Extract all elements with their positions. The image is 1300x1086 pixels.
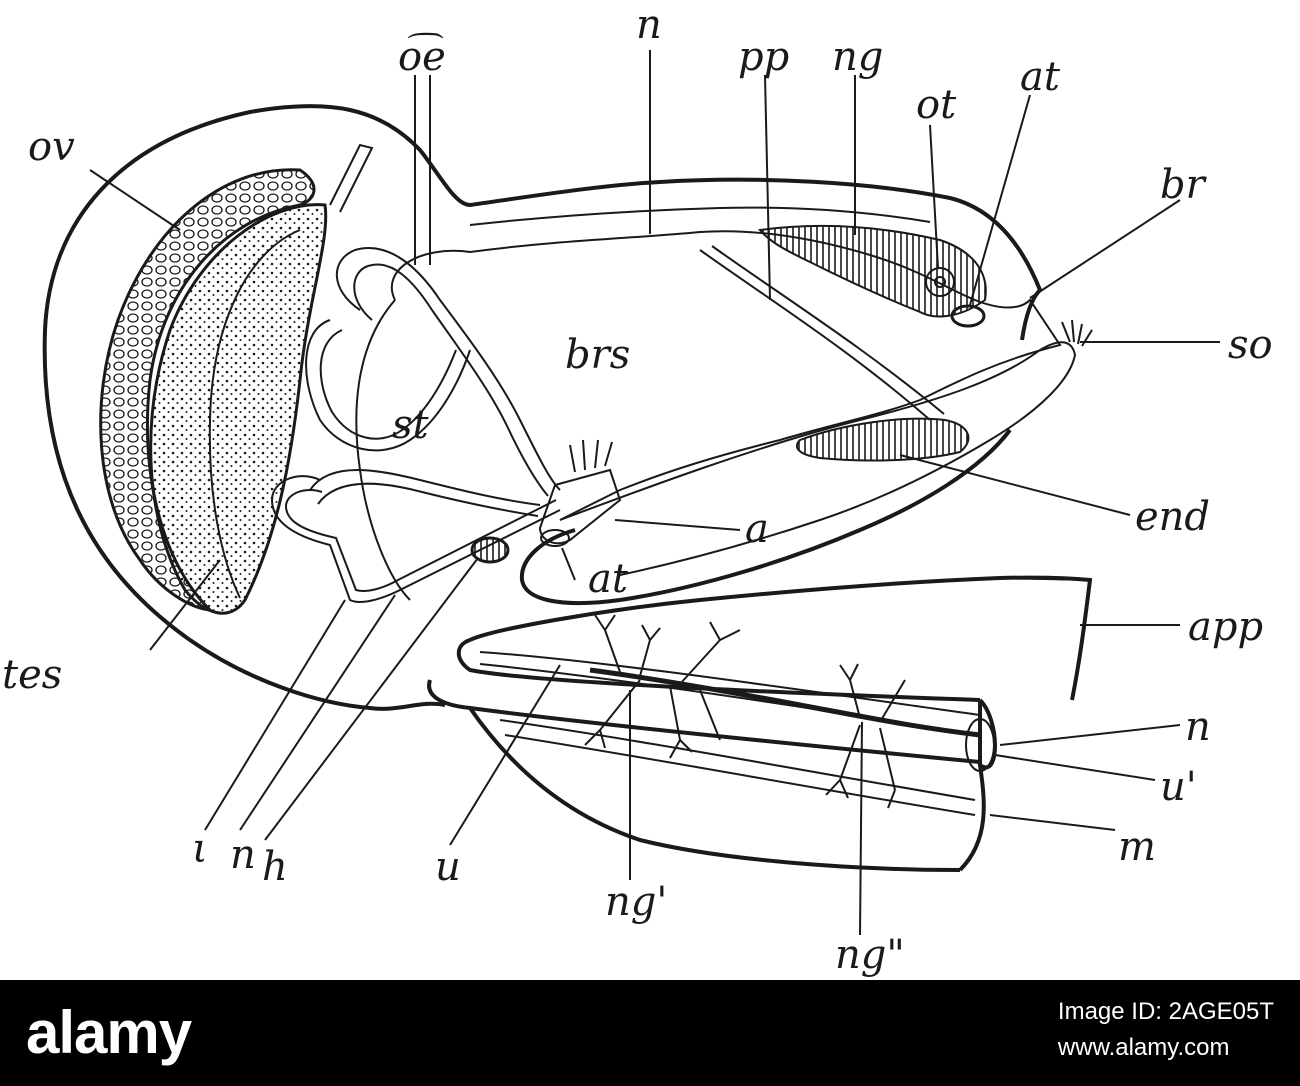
label-i: ι xyxy=(192,826,208,872)
label-h: h xyxy=(262,844,288,890)
intestine-loop xyxy=(305,319,471,452)
tail-ganglion-branches xyxy=(584,614,906,809)
label-st: st xyxy=(392,402,430,448)
label-br: br xyxy=(1160,162,1208,208)
branchial-sac xyxy=(390,230,1062,521)
label-u-prime: u' xyxy=(1160,764,1197,810)
figure-drawing: n o͡e pp ng ot at ov br so brs st end a … xyxy=(2,2,1273,978)
label-ng-dprime: ng" xyxy=(835,932,905,978)
otocyst xyxy=(925,267,955,297)
endostyle xyxy=(795,417,970,462)
atrial-opening-top xyxy=(950,304,986,328)
leader-lines xyxy=(89,50,1220,936)
site-url: www.alamy.com xyxy=(1057,1034,1230,1061)
testis xyxy=(149,203,328,615)
label-ng: ng xyxy=(832,34,883,80)
label-ng-prime: ng' xyxy=(605,879,667,925)
label-a: a xyxy=(745,506,769,552)
heart xyxy=(470,536,510,564)
anatomical-figure: n o͡e pp ng ot at ov br so brs st end a … xyxy=(2,2,1273,978)
label-n-bottom: n xyxy=(230,832,256,878)
label-app: app xyxy=(1188,604,1263,650)
body-outline xyxy=(42,104,1043,711)
image-id: Image ID: 2AGE05T xyxy=(1057,998,1274,1025)
neural-gland xyxy=(758,224,987,318)
sense-organ-bristles xyxy=(1061,319,1093,347)
atrial-bristles xyxy=(569,439,613,473)
label-end: end xyxy=(1135,494,1210,540)
tail-nerve-cord xyxy=(589,667,981,738)
nerve-cord xyxy=(469,206,931,226)
label-ov: ov xyxy=(28,124,75,170)
label-ot: ot xyxy=(916,82,957,128)
label-so: so xyxy=(1228,322,1273,368)
label-brs: brs xyxy=(565,332,630,378)
label-n-top: n xyxy=(636,2,662,48)
genital-duct xyxy=(329,143,374,213)
lower-loop xyxy=(270,475,561,603)
label-m: m xyxy=(1118,824,1156,870)
figure-labels: n o͡e pp ng ot at ov br so brs st end a … xyxy=(2,2,1273,978)
label-at-mid: at xyxy=(588,556,629,602)
alamy-logo: alamy xyxy=(26,999,192,1066)
testis-inner-line xyxy=(208,229,301,599)
stomach-loop xyxy=(335,247,561,491)
stock-info: Image ID: 2AGE05T www.alamy.com xyxy=(1058,994,1274,1066)
label-at-top: at xyxy=(1020,54,1061,100)
label-tes: tes xyxy=(2,652,62,698)
atrial-lobe xyxy=(519,428,1012,606)
atrial-siphon xyxy=(538,468,622,545)
tail-appendage xyxy=(427,575,1093,872)
oral-siphon xyxy=(559,341,1077,576)
label-n-right: n xyxy=(1185,704,1211,750)
watermark-footer: alamy Image ID: 2AGE05T www.alamy.com xyxy=(0,980,1300,1086)
peripharyngeal-band xyxy=(699,249,931,421)
label-u: u xyxy=(435,844,461,890)
label-oe: o͡e xyxy=(398,33,446,80)
label-pp: pp xyxy=(738,34,789,80)
